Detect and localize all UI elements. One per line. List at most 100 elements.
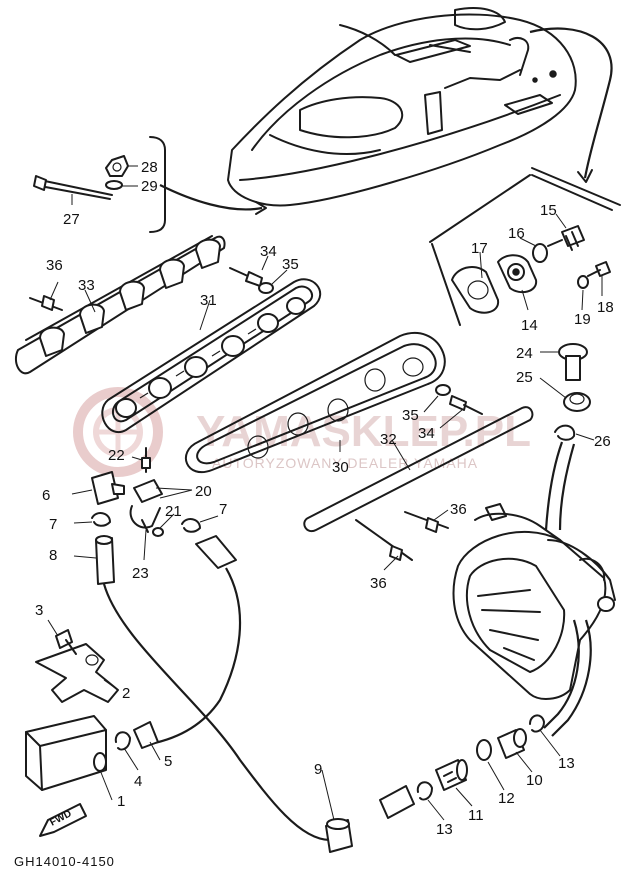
callout-13-upper: 13: [558, 755, 575, 772]
callout-36-lower: 36: [370, 575, 387, 592]
callout-31: 31: [200, 292, 217, 309]
part-19-washer: [577, 275, 589, 289]
callout-34-lower: 34: [418, 425, 435, 442]
callout-17: 17: [471, 240, 488, 257]
part-5-tube: [133, 721, 159, 749]
callout-30: 30: [332, 459, 349, 476]
callout-36-right: 36: [450, 501, 467, 518]
part-7-clamp-left: [91, 512, 111, 527]
callout-24: 24: [516, 345, 533, 362]
part-26-clamp: [554, 424, 576, 441]
part-32-strip: [303, 406, 534, 533]
part-11-fitting: [435, 759, 468, 791]
detail-box: [429, 167, 621, 326]
part-28-nut: [105, 155, 129, 177]
callout-11: 11: [468, 807, 484, 824]
part-35-washer-lower: [435, 384, 451, 396]
part-14-fitting: [497, 254, 538, 294]
hose-main-left: [102, 583, 331, 842]
part-12-washer: [476, 739, 492, 761]
callout-labels: 28 29 27 36 33 31 34 35 15 16 17 14 19 1…: [35, 159, 614, 838]
part-34-bolt-lower: [449, 395, 483, 415]
callout-20: 20: [195, 483, 212, 500]
part-10-fitting: [497, 728, 527, 759]
part-1-box: [25, 715, 107, 791]
callout-6: 6: [42, 487, 50, 504]
part-8-tube: [95, 535, 115, 585]
callout-1: 1: [117, 793, 125, 810]
part-7-clamp-right: [181, 518, 201, 533]
callout-15: 15: [540, 202, 557, 219]
callout-34-upper: 34: [260, 243, 277, 260]
callout-7-right: 7: [219, 501, 227, 518]
callout-19: 19: [574, 311, 591, 328]
callout-7-left: 7: [49, 516, 57, 533]
part-15-valve: [547, 225, 585, 251]
callout-13-lower: 13: [436, 821, 453, 838]
part-3-screw: [55, 629, 77, 655]
part-9-fitting: [325, 818, 353, 853]
callout-21: 21: [165, 503, 182, 520]
hose-left-bracket: [159, 184, 263, 211]
hose-26-to-pump: [544, 441, 564, 531]
part-36-bolt-left: [29, 281, 63, 311]
jet-pump-housing: [452, 503, 616, 700]
watermark-subtext: AUTORYZOWANY DEALER YAMAHA: [212, 455, 478, 471]
part-6-fitting: [91, 471, 125, 505]
callout-25: 25: [516, 369, 533, 386]
callout-9: 9: [314, 761, 322, 778]
part-18-screw: [587, 261, 611, 277]
callout-26: 26: [594, 433, 611, 450]
callout-28: 28: [141, 159, 158, 176]
hose-arrow: [577, 169, 593, 183]
part-17-gasket: [451, 265, 500, 314]
callout-8: 8: [49, 547, 57, 564]
callout-35-upper: 35: [282, 256, 299, 273]
diagram-code: GH14010-4150: [14, 854, 115, 869]
callout-5: 5: [164, 753, 172, 770]
callout-23: 23: [132, 565, 149, 582]
callout-35-lower: 35: [402, 407, 419, 424]
part-22-pin: [141, 447, 151, 473]
callout-33: 33: [78, 277, 95, 294]
callout-32: 32: [380, 431, 397, 448]
callout-27: 27: [63, 211, 80, 228]
part-20-bracket: [133, 479, 163, 503]
callout-16: 16: [508, 225, 525, 242]
hose-pump-side: [551, 619, 592, 737]
callout-14: 14: [521, 317, 538, 334]
part-36-bolt-right-upper: [404, 511, 449, 533]
bracket-27-29: [149, 136, 166, 233]
part-35-washer-upper: [258, 282, 274, 294]
part-34-bolt-upper: [229, 267, 263, 287]
part-4-clamp: [114, 731, 131, 751]
part-36-bolt-lower: [355, 519, 413, 561]
callout-10: 10: [526, 772, 543, 789]
part-25-fitting: [563, 392, 591, 412]
part-16-oring: [532, 243, 548, 263]
part-27-link: [33, 175, 113, 200]
watercraft-hull: [227, 7, 577, 207]
hose-hull-to-detail: [529, 27, 613, 179]
hose-main-right: [149, 567, 242, 746]
hose-segment-upper: [195, 535, 237, 569]
fwd-arrow-icon: FWD: [39, 803, 87, 837]
callout-3: 3: [35, 602, 43, 619]
part-33-louver-grate: [14, 235, 226, 375]
part-2-bracket: [35, 643, 119, 703]
callout-22: 22: [108, 447, 125, 464]
part-21-washer: [152, 527, 164, 537]
callout-18: 18: [597, 299, 614, 316]
callout-12: 12: [498, 790, 515, 807]
leader-lines: [47, 165, 603, 821]
callout-29: 29: [141, 178, 158, 195]
part-13-clamp-upper: [529, 714, 545, 733]
part-13-clamp-lower: [416, 781, 433, 801]
callout-36-left: 36: [46, 257, 63, 274]
part-31-intake-plate: [101, 278, 322, 433]
callout-2: 2: [122, 685, 130, 702]
callout-4: 4: [134, 773, 142, 790]
part-29-washer: [105, 180, 123, 190]
part-23-clamp: [129, 505, 161, 533]
